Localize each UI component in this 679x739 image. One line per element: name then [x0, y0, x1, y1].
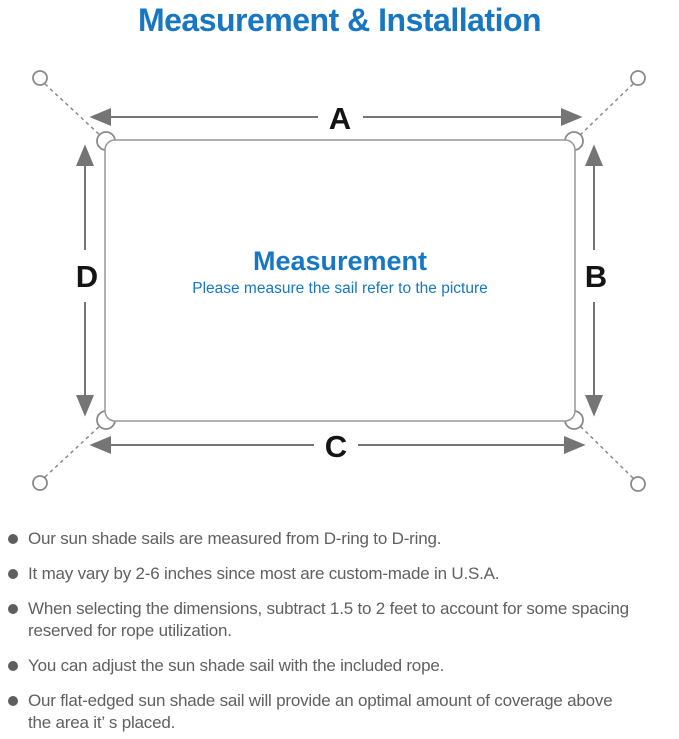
note-item: Our flat-edged sun shade sail will provi… — [8, 690, 675, 734]
rope-line-bottom-left — [44, 423, 103, 478]
note-text: You can adjust the sun shade sail with t… — [28, 655, 444, 677]
anchor-circle-icon — [32, 475, 48, 491]
side-label-d: D — [76, 259, 98, 294]
diagram-center-title: Measurement — [253, 246, 427, 276]
note-item: Our sun shade sails are measured from D-… — [8, 528, 675, 550]
side-label-c: C — [325, 429, 347, 464]
note-line: Our flat-edged sun shade sail will provi… — [28, 691, 613, 710]
bullet-icon — [8, 534, 18, 544]
note-item: When selecting the dimensions, subtract … — [8, 598, 675, 642]
bullet-icon — [8, 696, 18, 706]
note-item: It may vary by 2-6 inches since most are… — [8, 563, 675, 585]
diagram-center-subtitle: Please measure the sail refer to the pic… — [192, 280, 488, 297]
note-line: reserved for rope utilization. — [28, 621, 232, 640]
side-label-b: B — [585, 259, 607, 294]
note-text: It may vary by 2-6 inches since most are… — [28, 563, 500, 585]
bullet-icon — [8, 604, 18, 614]
note-line: the area it’ s placed. — [28, 713, 176, 732]
page-title: Measurement & Installation — [137, 2, 542, 38]
rope-line-bottom-right — [577, 423, 634, 479]
anchor-circle-icon — [32, 70, 48, 86]
note-line: Our sun shade sails are measured from D-… — [28, 529, 442, 548]
anchor-rope-dashed-lines — [44, 83, 634, 479]
note-line: When selecting the dimensions, subtract … — [28, 599, 629, 618]
note-item: You can adjust the sun shade sail with t… — [8, 655, 675, 677]
rope-line-top-right — [577, 83, 634, 138]
bullet-icon — [8, 661, 18, 671]
anchor-points — [32, 70, 646, 492]
note-text: When selecting the dimensions, subtract … — [28, 598, 629, 642]
notes-list: Our sun shade sails are measured from D-… — [8, 528, 675, 739]
side-label-a: A — [329, 101, 351, 136]
anchor-circle-icon — [630, 70, 646, 86]
note-line: You can adjust the sun shade sail with t… — [28, 656, 445, 675]
rope-line-top-left — [44, 83, 103, 138]
sail-rectangle — [104, 139, 576, 422]
anchor-circle-icon — [630, 476, 646, 492]
bullet-icon — [8, 569, 18, 579]
note-text: Our flat-edged sun shade sail will provi… — [28, 690, 613, 734]
note-text: Our sun shade sails are measured from D-… — [28, 528, 441, 550]
note-line: It may vary by 2-6 inches since most are… — [28, 564, 500, 583]
